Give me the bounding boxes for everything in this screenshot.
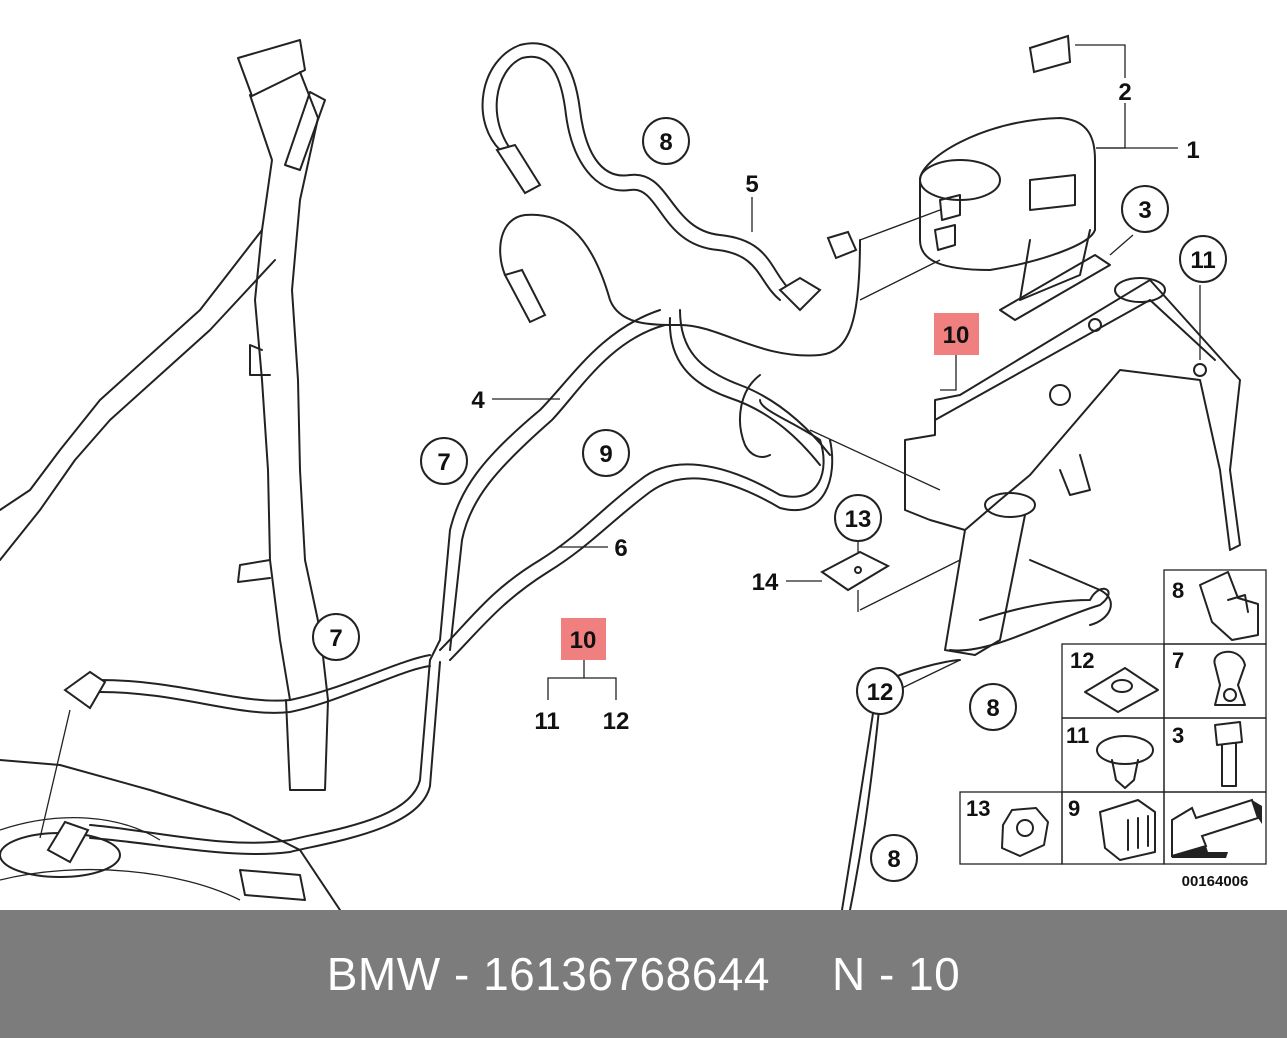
- callout-11: 11: [1179, 235, 1227, 283]
- direction-arrow-icon: [1171, 798, 1262, 858]
- footer-position: N - 10: [831, 948, 961, 1000]
- parts-table: 8 12 7 11 3 13: [959, 569, 1267, 865]
- footer-separator: -: [453, 948, 470, 1000]
- fuel-lines: [89, 42, 861, 855]
- svg-text:3: 3: [1138, 197, 1151, 224]
- footer-part-number: 16136768644: [483, 948, 770, 1000]
- svg-text:7: 7: [1172, 648, 1184, 673]
- svg-text:13: 13: [966, 796, 990, 821]
- svg-text:10: 10: [943, 322, 970, 349]
- table-cell-8: 8: [1172, 571, 1259, 641]
- highlight-10-mid: 10: [561, 618, 606, 660]
- svg-text:9: 9: [1068, 796, 1080, 821]
- svg-text:7: 7: [329, 625, 342, 652]
- svg-text:11: 11: [1190, 247, 1215, 274]
- label-14: 14: [752, 569, 779, 596]
- svg-text:12: 12: [1070, 648, 1094, 673]
- table-cell-13: 13: [966, 796, 1049, 857]
- svg-text:8: 8: [887, 846, 900, 873]
- label-12-sub: 12: [603, 708, 630, 735]
- svg-text:8: 8: [659, 129, 672, 156]
- label-1: 1: [1186, 137, 1199, 164]
- callout-7-bottom: 7: [312, 613, 360, 661]
- connector-parts: [46, 143, 858, 864]
- diagram-code: 00164006: [1182, 873, 1249, 890]
- pad-part-14: [820, 538, 891, 612]
- callout-8-top: 8: [642, 117, 690, 165]
- callout-8-right: 8: [969, 683, 1017, 731]
- svg-text:3: 3: [1172, 723, 1184, 748]
- label-6: 6: [614, 535, 627, 562]
- filler-neck-drawing: [0, 39, 341, 910]
- table-cell-3: 3: [1172, 721, 1243, 787]
- leader-lines: [39, 44, 1201, 839]
- svg-text:12: 12: [867, 679, 894, 706]
- carbon-canister-drawing: [859, 34, 1111, 321]
- svg-text:9: 9: [599, 441, 612, 468]
- label-11-sub: 11: [534, 708, 559, 735]
- svg-text:8: 8: [1172, 578, 1184, 603]
- callout-13: 13: [834, 494, 882, 542]
- svg-text:10: 10: [570, 627, 597, 654]
- parts-diagram: 8 3 11 7 9 13 7 12 8 8 10 10: [0, 34, 1267, 910]
- svg-text:7: 7: [437, 449, 450, 476]
- callout-7-left: 7: [420, 437, 468, 485]
- table-cell-11: 11: [1066, 723, 1154, 789]
- callout-9: 9: [582, 429, 630, 477]
- table-cell-9: 9: [1068, 796, 1156, 861]
- footer-brand: BMW: [326, 948, 441, 1000]
- label-5: 5: [745, 171, 758, 198]
- svg-text:11: 11: [1066, 723, 1089, 748]
- table-cell-7: 7: [1172, 648, 1246, 706]
- callout-12: 12: [856, 667, 904, 715]
- svg-text:13: 13: [845, 506, 872, 533]
- callout-3: 3: [1121, 185, 1169, 233]
- highlight-10-top: 10: [934, 313, 979, 355]
- label-2: 2: [1118, 79, 1131, 106]
- table-cell-12: 12: [1070, 648, 1159, 713]
- footer-banner: BMW - 16136768644 N - 10: [0, 910, 1287, 1038]
- svg-text:8: 8: [986, 695, 999, 722]
- bracket-drawing: [809, 277, 1241, 910]
- label-4: 4: [471, 387, 485, 414]
- callout-8-bottom: 8: [870, 834, 918, 882]
